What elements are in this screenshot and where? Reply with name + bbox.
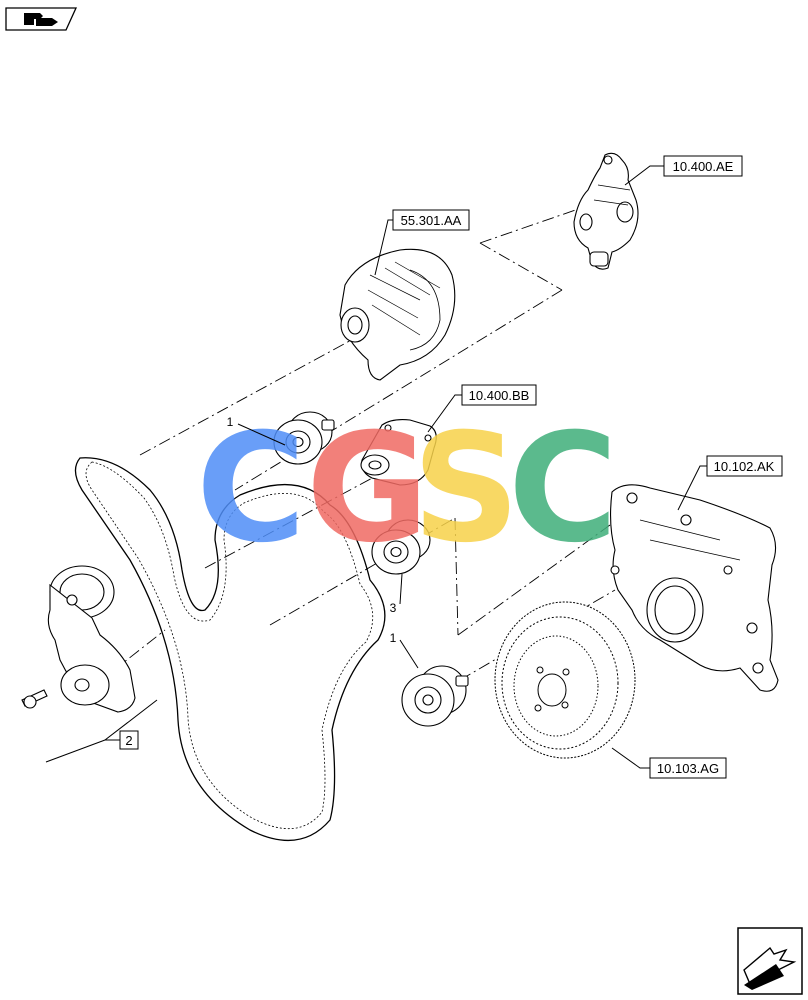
ref-box-item-2[interactable]: 2 bbox=[119, 730, 139, 750]
watermark-letter-3: S bbox=[412, 402, 520, 576]
water-pump-housing bbox=[573, 152, 639, 270]
idler-pulley-bottom bbox=[401, 665, 469, 727]
ref-box-10-103-ag[interactable]: 10.103.AG bbox=[649, 757, 727, 779]
leader-item-2-tail bbox=[45, 739, 106, 763]
belt-tensioner bbox=[21, 565, 136, 713]
ref-label-10-400-bb: 10.400.BB bbox=[469, 388, 530, 403]
idler-pulley-top bbox=[273, 411, 335, 465]
ref-box-10-400-bb[interactable]: 10.400.BB bbox=[461, 384, 537, 406]
leader-bb bbox=[427, 394, 462, 433]
serpentine-belt bbox=[74, 457, 386, 842]
watermark-letter-1: C bbox=[196, 402, 306, 576]
leader-ak bbox=[677, 465, 707, 511]
alternator bbox=[339, 248, 456, 381]
idler-pulley-3 bbox=[371, 519, 431, 575]
ref-box-55-301-aa[interactable]: 55.301.AA bbox=[392, 209, 470, 231]
leader-aa bbox=[374, 219, 393, 276]
ref-label-10-400-ae: 10.400.AE bbox=[673, 159, 734, 174]
callout-3-label: 3 bbox=[390, 601, 397, 615]
ref-box-10-400-ae[interactable]: 10.400.AE bbox=[663, 155, 743, 177]
callout-1-bottom: 1 bbox=[390, 631, 419, 669]
leader-ag bbox=[611, 747, 650, 769]
ref-label-10-102-ak: 10.102.AK bbox=[714, 459, 775, 474]
ref-box-10-102-ak[interactable]: 10.102.AK bbox=[706, 455, 783, 477]
ref-label-10-103-ag: 10.103.AG bbox=[657, 761, 719, 776]
book-arrow-icon[interactable] bbox=[5, 7, 78, 31]
thermostat-housing bbox=[360, 419, 437, 486]
callout-1-top: 1 bbox=[227, 415, 286, 446]
watermark-letter-2: G bbox=[306, 402, 429, 576]
crankshaft-damper bbox=[494, 601, 636, 759]
ref-label-item-2: 2 bbox=[125, 733, 132, 748]
leader-ae bbox=[624, 165, 664, 186]
front-cover bbox=[609, 484, 779, 692]
callout-1-bottom-label: 1 bbox=[390, 631, 397, 645]
callout-1-top-label: 1 bbox=[227, 415, 234, 429]
next-page-arrow-icon[interactable] bbox=[737, 927, 803, 995]
watermark-letter-4: C bbox=[508, 402, 618, 576]
ref-label-55-301-aa: 55.301.AA bbox=[401, 213, 462, 228]
watermark: C G S C bbox=[196, 402, 618, 576]
callout-3: 3 bbox=[390, 573, 403, 615]
